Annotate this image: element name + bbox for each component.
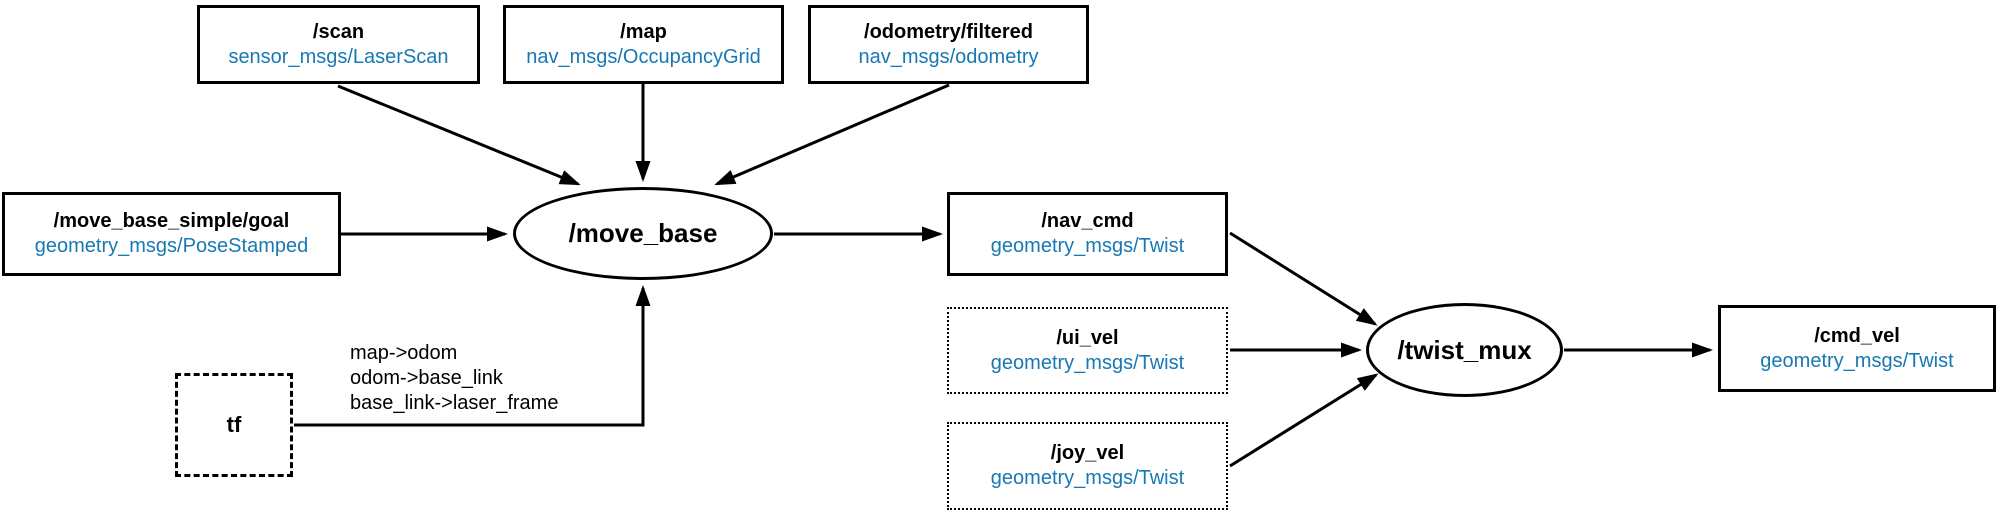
topic-box-cmd-vel: /cmd_vel geometry_msgs/Twist xyxy=(1718,305,1996,392)
topic-name: /map xyxy=(620,20,667,43)
edge-joy-vel-to-twist-mux xyxy=(1229,373,1379,468)
topic-type: geometry_msgs/PoseStamped xyxy=(34,235,309,257)
topic-type: nav_msgs/odometry xyxy=(858,45,1039,68)
topic-type: sensor_msgs/LaserScan xyxy=(228,45,449,68)
topic-type: geometry_msgs/Twist xyxy=(990,351,1185,374)
topic-box-joy-vel: /joy_vel geometry_msgs/Twist xyxy=(947,422,1228,510)
topic-type: nav_msgs/OccupancyGrid xyxy=(526,45,761,68)
topic-name: /move_base_simple/goal xyxy=(53,210,290,232)
topic-name: /nav_cmd xyxy=(1041,210,1134,232)
topic-box-nav-cmd: /nav_cmd geometry_msgs/Twist xyxy=(947,192,1228,276)
topic-name: /cmd_vel xyxy=(1814,324,1900,347)
tf-label: tf xyxy=(226,412,242,437)
tf-box: tf xyxy=(175,373,293,477)
edge-odometry-filtered-to-move-base xyxy=(714,83,950,186)
node-ellipse-twist-mux: /twist_mux xyxy=(1366,303,1563,397)
topic-box-odometry-filtered: /odometry/filtered nav_msgs/odometry xyxy=(808,5,1089,84)
topic-name: /joy_vel xyxy=(1050,442,1125,464)
topic-box-scan: /scan sensor_msgs/LaserScan xyxy=(197,5,480,84)
edge-scan-to-move-base xyxy=(337,84,581,186)
topic-type: geometry_msgs/Twist xyxy=(990,467,1185,489)
edge-nav-cmd-to-twist-mux xyxy=(1229,231,1378,326)
topic-type: geometry_msgs/Twist xyxy=(990,235,1185,257)
node-label: /twist_mux xyxy=(1397,334,1532,365)
topic-box-map: /map nav_msgs/OccupancyGrid xyxy=(503,5,784,84)
node-ellipse-move-base: /move_base xyxy=(513,187,773,280)
topic-name: /odometry/filtered xyxy=(864,20,1033,43)
topic-name: /ui_vel xyxy=(1056,326,1119,349)
topic-box-ui-vel: /ui_vel geometry_msgs/Twist xyxy=(947,307,1228,394)
tf-transform-line: map->odom xyxy=(350,342,458,364)
topic-name: /scan xyxy=(312,20,365,43)
topic-type: geometry_msgs/Twist xyxy=(1760,349,1954,372)
topic-box-move-base-simple-goal: /move_base_simple/goal geometry_msgs/Pos… xyxy=(2,192,341,276)
tf-transform-line: odom->base_link xyxy=(350,367,503,389)
tf-transform-list: map->odom odom->base_link base_link->las… xyxy=(350,341,558,416)
tf-transform-line: base_link->laser_frame xyxy=(350,392,559,414)
node-label: /move_base xyxy=(568,218,718,248)
